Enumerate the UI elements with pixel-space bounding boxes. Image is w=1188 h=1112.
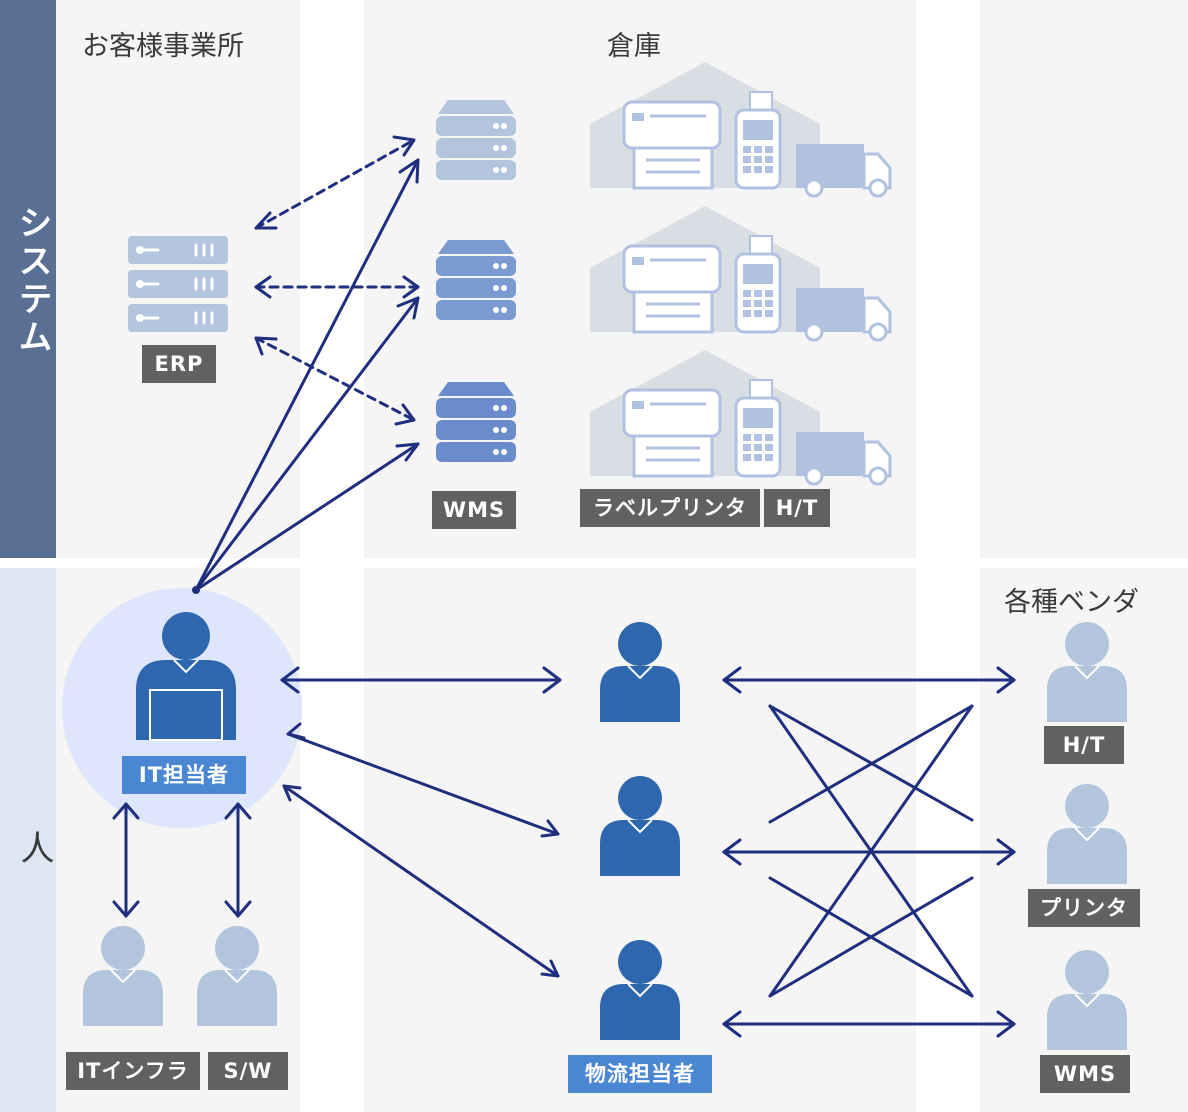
logistics-person-icon-3 <box>599 939 681 1041</box>
wms-tag: WMS <box>432 491 516 529</box>
person-band <box>0 568 56 1112</box>
row-divider <box>0 558 1188 568</box>
logistics-person-icon-1 <box>599 621 681 723</box>
it-staff-tag: IT担当者 <box>122 756 246 794</box>
wms-server-icon-1 <box>436 100 516 180</box>
ht-tag: H/T <box>764 489 830 527</box>
wms-server-icon-2 <box>436 240 516 320</box>
logistics-to-vendor-arrows <box>722 666 1016 1038</box>
sw-person-icon <box>196 925 278 1027</box>
it-arrow-origin-dot <box>192 586 200 594</box>
it-infra-tag: ITインフラ <box>66 1052 200 1090</box>
warehouse-heading: 倉庫 <box>607 31 661 62</box>
label-printer-tag: ラベルプリンタ <box>580 489 760 527</box>
person-band-label: 人 <box>14 830 54 868</box>
it-to-logistics-arrows <box>280 666 562 978</box>
dashed-arrowheads <box>254 135 420 426</box>
wms-server-icon-3 <box>436 382 516 462</box>
it-to-wms-arrows <box>194 158 420 592</box>
office-heading: お客様事業所 <box>82 31 244 62</box>
warehouse-icon-3 <box>588 348 892 486</box>
vendor-wms-person-icon <box>1046 949 1128 1051</box>
vendors-heading: 各種ベンダ <box>1004 587 1139 618</box>
erp-server-icon <box>126 234 230 334</box>
warehouse-icon-2 <box>588 204 892 342</box>
vendor-printer-tag: プリンタ <box>1028 889 1140 927</box>
logistics-person-icon-2 <box>599 775 681 877</box>
vendor-ht-tag: H/T <box>1044 726 1124 764</box>
it-to-support-arrows <box>112 802 252 918</box>
vendor-printer-person-icon <box>1046 783 1128 885</box>
sw-tag: S/W <box>208 1052 288 1090</box>
logistics-staff-tag: 物流担当者 <box>568 1055 712 1093</box>
system-band <box>0 0 56 558</box>
erp-wms-dashed-arrows <box>254 138 420 422</box>
erp-tag: ERP <box>142 345 216 383</box>
it-staff-person-icon <box>136 612 236 741</box>
vendor-ht-person-icon <box>1046 621 1128 723</box>
vendor-wms-tag: WMS <box>1040 1055 1130 1093</box>
system-band-label: システム <box>12 205 52 357</box>
office-column-bg <box>56 0 300 1112</box>
warehouse-icon-1 <box>588 60 892 198</box>
it-infra-person-icon <box>82 925 164 1027</box>
